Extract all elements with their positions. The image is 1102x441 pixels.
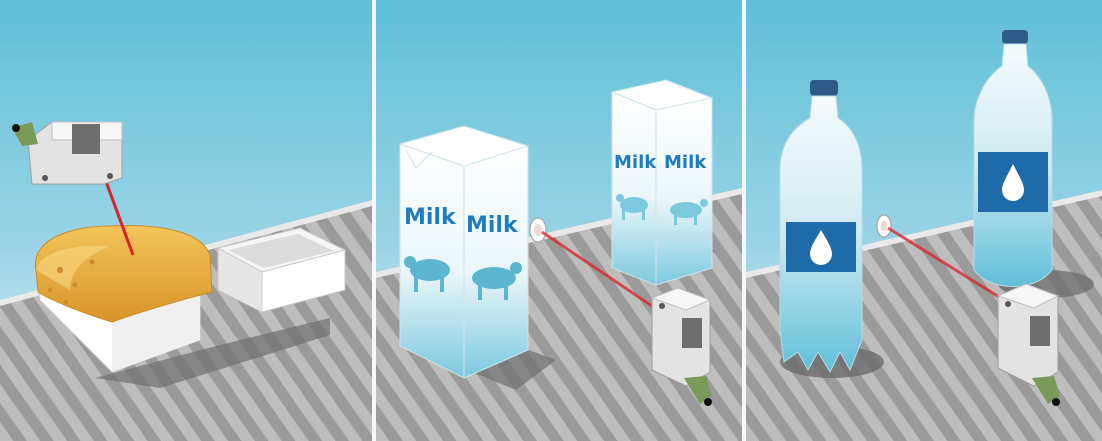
milk-label: Milk xyxy=(614,152,657,173)
milk-label: Milk xyxy=(466,213,519,238)
milk-scene: Milk Milk Milk Milk xyxy=(376,0,742,441)
panel-milk: Milk Milk Milk Milk xyxy=(376,0,742,441)
milk-carton-front: Milk Milk xyxy=(400,126,528,378)
panel-bread xyxy=(0,0,372,441)
reflector-icon xyxy=(877,215,891,237)
milk-label: Milk xyxy=(404,205,457,230)
milk-label: Milk xyxy=(664,152,707,173)
milk-carton-back: Milk Milk xyxy=(612,80,712,285)
reflector-icon xyxy=(530,218,546,242)
bread-scene xyxy=(0,0,372,441)
bottle-scene xyxy=(746,0,1102,441)
panel-bottles xyxy=(746,0,1102,441)
